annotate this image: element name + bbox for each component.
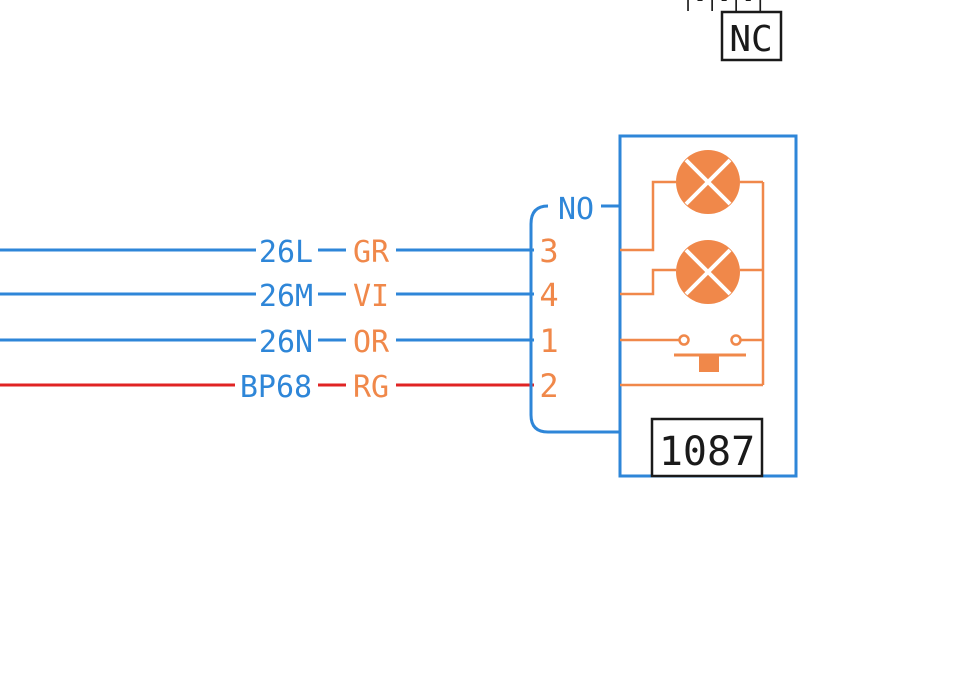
component-id-box xyxy=(650,417,764,478)
component-id-label: 1087 xyxy=(659,429,755,475)
lamp-1-wire xyxy=(620,180,676,252)
pin-number: 1 xyxy=(539,322,558,360)
wire-id-label: 26L xyxy=(259,235,313,270)
top-partial-glyphs: |-|-|-| xyxy=(682,0,766,11)
pin-number: 4 xyxy=(539,276,558,314)
nc-label: NC xyxy=(729,19,772,60)
color-code-label: VI xyxy=(353,279,389,314)
pin-number: 3 xyxy=(539,232,558,270)
color-code-label: RG xyxy=(353,370,389,405)
wire-id-label: BP68 xyxy=(240,370,312,405)
no-label: NO xyxy=(558,192,594,227)
internal-wiring xyxy=(620,180,765,387)
wire-row-3: 26N OR 1 xyxy=(0,322,559,360)
wire-id-label: 26M xyxy=(259,279,313,314)
wire-row-2: 26M VI 4 xyxy=(0,276,559,314)
nc-label-box xyxy=(720,10,783,62)
wire-row-4: BP68 RG 2 xyxy=(0,367,559,405)
connector-bracket xyxy=(529,204,620,434)
lamp-2-wire xyxy=(620,268,676,296)
color-code-label: OR xyxy=(353,325,390,360)
lamp-1-icon xyxy=(676,150,740,214)
lamp-2-icon xyxy=(676,240,740,304)
pin-number: 2 xyxy=(539,367,558,405)
color-code-label: GR xyxy=(353,235,390,270)
wire-id-label: 26N xyxy=(259,325,313,360)
pushbutton-switch-icon xyxy=(674,334,746,372)
wire-row-1: 26L GR 3 xyxy=(0,232,559,270)
